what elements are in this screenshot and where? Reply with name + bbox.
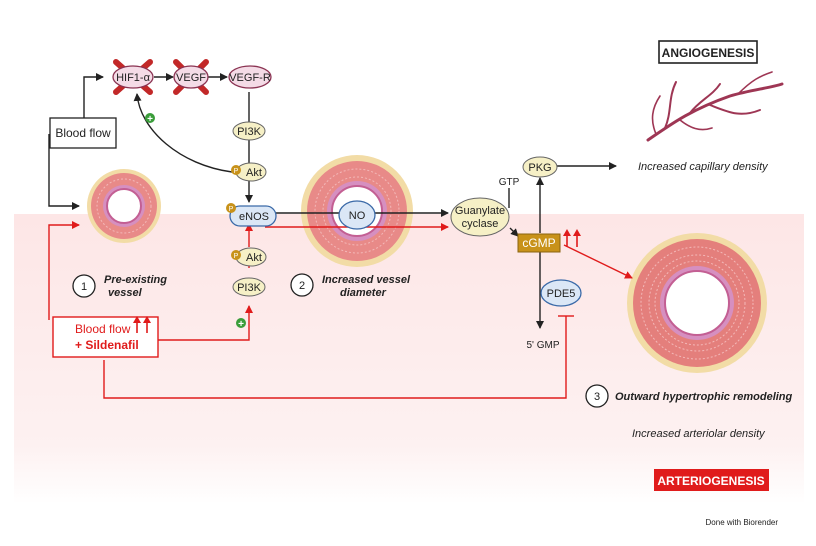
pi3k-bottom-label: PI3K <box>237 282 262 294</box>
svg-text:+: + <box>238 319 244 330</box>
svg-text:P: P <box>234 168 239 175</box>
vessel-hypertrophic <box>627 233 767 373</box>
enos-label: eNOS <box>239 211 269 223</box>
capillary-outcome: Increased capillary density <box>638 161 769 173</box>
step-2: 2 Increased vessel diameter <box>290 273 411 299</box>
svg-text:P: P <box>234 253 239 260</box>
pde5-node: PDE5 <box>540 279 582 307</box>
no-node: NO <box>338 200 376 230</box>
guanylate-label-1: Guanylate <box>455 205 505 217</box>
blood-flow-label: Blood flow <box>55 126 111 140</box>
svg-text:+: + <box>147 114 153 125</box>
step-3-number: 3 <box>594 391 600 403</box>
step-2-line1: Increased vessel <box>322 274 411 286</box>
blood-flow-up-arrows <box>133 316 151 333</box>
credit-text: Done with Biorender <box>706 518 779 527</box>
enos-node: P eNOS <box>226 203 277 227</box>
step-1: 1 Pre-existing vessel <box>72 274 167 299</box>
vessel-pre-existing <box>87 169 161 243</box>
blood-flow-sildenafil-box: Blood flow + Sildenafil <box>52 316 159 358</box>
pi3k-top-label: PI3K <box>237 126 262 138</box>
step-3: 3 Outward hypertrophic remodeling <box>585 384 793 408</box>
angiogenesis-badge: ANGIOGENESIS <box>658 40 758 64</box>
pde5-label: PDE5 <box>547 288 576 300</box>
step-2-line2: diameter <box>340 287 387 299</box>
capillary-illustration <box>646 71 784 142</box>
arteriogenesis-badge: ARTERIOGENESIS <box>654 469 769 491</box>
step-3-text: Outward hypertrophic remodeling <box>615 391 793 403</box>
svg-text:P: P <box>229 206 234 213</box>
step-1-number: 1 <box>81 281 87 293</box>
step-1-line2: vessel <box>108 287 143 299</box>
pkg-node: PKG <box>522 156 558 178</box>
step-2-number: 2 <box>299 280 305 292</box>
cgmp-node: cGMP <box>517 233 561 253</box>
plus-icon-top: + <box>145 113 155 125</box>
pkg-label: PKG <box>528 162 551 174</box>
blood-flow-box: Blood flow <box>49 117 117 149</box>
vegf-node: VEGF <box>173 59 209 95</box>
black-connectors <box>48 73 617 329</box>
hif1a-label: HIF1-α <box>116 72 151 84</box>
akt-top-node: P Akt <box>231 162 267 182</box>
pi3k-top-node: PI3K <box>232 121 266 141</box>
akt-bottom-node: P Akt <box>231 247 267 267</box>
pi3k-bottom-node: PI3K <box>232 277 266 297</box>
arteriolar-outcome: Increased arteriolar density <box>632 428 766 440</box>
akt-top-label: Akt <box>246 167 262 179</box>
no-label: NO <box>349 210 366 222</box>
gtp-label: GTP <box>499 177 520 188</box>
sildenafil-line2: + Sildenafil <box>75 338 139 352</box>
guanylate-label-2: cyclase <box>462 218 499 230</box>
cgmp-up-arrows <box>563 229 581 247</box>
cgmp-label: cGMP <box>522 236 555 250</box>
vegfr-label: VEGF-R <box>229 72 271 84</box>
arteriogenesis-label: ARTERIOGENESIS <box>657 474 764 488</box>
akt-bottom-label: Akt <box>246 252 262 264</box>
vegf-label: VEGF <box>176 72 206 84</box>
sildenafil-line1: Blood flow <box>75 322 131 336</box>
five-gmp-label: 5' GMP <box>526 340 559 351</box>
plus-icon-bottom: + <box>236 318 246 330</box>
hif1a-node: HIF1-α <box>112 59 154 95</box>
guanylate-cyclase-node: Guanylate cyclase <box>450 197 510 237</box>
vegfr-node: VEGF-R <box>228 65 272 89</box>
step-1-line1: Pre-existing <box>104 274 167 286</box>
angiogenesis-label: ANGIOGENESIS <box>662 46 755 60</box>
